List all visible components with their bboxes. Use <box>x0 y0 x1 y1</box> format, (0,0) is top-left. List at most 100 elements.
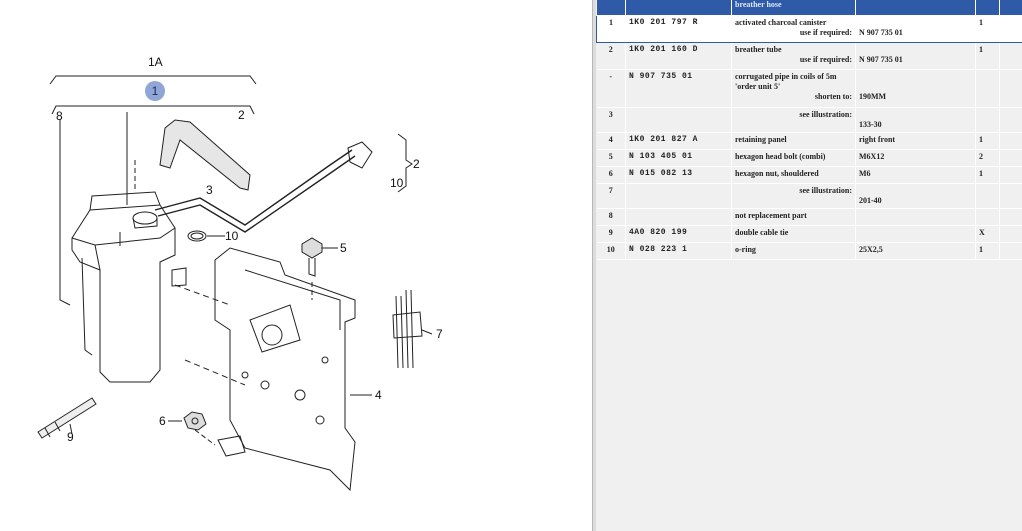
cell-extra <box>999 183 1022 209</box>
cell-part-number: N 907 735 01 <box>625 69 732 108</box>
remark-label: see illustration: <box>799 110 852 119</box>
cell-remark: 201-40 <box>855 183 976 209</box>
cell-remark: 25X2,5 <box>855 242 976 260</box>
parts-diagram: 1A 1 8 2 3 2 10 10 5 7 4 6 9 <box>37 55 443 492</box>
remark-label: use if required: <box>799 28 852 37</box>
cell-description: retaining panel <box>731 132 856 150</box>
cell-description: double cable tie <box>731 225 856 243</box>
remark-text: 201-40 <box>859 196 882 205</box>
callout-6: 6 <box>159 414 166 428</box>
cell-quantity <box>975 69 1000 108</box>
cell-quantity: 2 <box>975 149 1000 167</box>
cell-position: 5 <box>596 149 626 167</box>
cell-quantity: 1 <box>975 15 1000 43</box>
cell-part-number: 4A0 820 199 <box>625 225 732 243</box>
description-text: retaining panel <box>735 135 787 144</box>
remark-text: M6X12 <box>859 152 885 161</box>
cell-quantity <box>975 183 1000 209</box>
cell-description: corrugated pipe in coils of 5m'order uni… <box>731 69 856 108</box>
cell-part-number <box>625 208 732 226</box>
cell-extra <box>999 69 1022 108</box>
remark-text: 190MM <box>859 92 887 101</box>
callout-1a: 1A <box>148 55 163 69</box>
cell-part-number: N 015 082 13 <box>625 166 732 184</box>
cell-extra <box>999 132 1022 150</box>
cell-extra <box>999 149 1022 167</box>
callout-10-right: 10 <box>390 176 404 190</box>
cell-description: hexagon nut, shouldered <box>731 166 856 184</box>
cell-part-number: N 103 405 01 <box>625 149 732 167</box>
cell-part-number: 1K0 201 797 R <box>625 15 732 43</box>
cell-position: 6 <box>596 166 626 184</box>
remark-text: 25X2,5 <box>859 245 883 254</box>
callout-2-top: 2 <box>238 108 245 122</box>
cell-extra <box>999 166 1022 184</box>
description-text: not replacement part <box>735 211 807 220</box>
cell-position: 4 <box>596 132 626 150</box>
pane-divider[interactable] <box>592 0 596 531</box>
cell-description: hexagon head bolt (combi) <box>731 149 856 167</box>
callout-3: 3 <box>206 183 213 197</box>
table-row[interactable]: 8 not replacement part <box>596 208 1022 226</box>
cell-quantity <box>975 208 1000 226</box>
cell-quantity <box>975 107 1000 133</box>
header-fragment: breather hose <box>731 0 856 16</box>
diagram-drawing <box>37 75 433 492</box>
remark-label: use if required: <box>799 55 852 64</box>
cell-position: 3 <box>596 107 626 133</box>
remark-text: N 907 735 01 <box>859 55 903 64</box>
remark-text: M6 <box>859 169 871 178</box>
cell-extra <box>999 242 1022 260</box>
description-text: hexagon head bolt (combi) <box>735 152 826 161</box>
description-text-2: 'order unit 5' <box>735 82 781 91</box>
cell-part-number: 1K0 201 160 D <box>625 42 732 70</box>
callout-10: 10 <box>225 229 239 243</box>
description-text: hexagon nut, shouldered <box>735 169 819 178</box>
callout-8: 8 <box>56 109 63 123</box>
callout-7: 7 <box>436 327 443 341</box>
callout-4: 4 <box>375 388 382 402</box>
callout-1-badge[interactable]: 1 <box>145 81 165 101</box>
remark-text: N 907 735 01 <box>859 28 903 37</box>
cell-extra <box>999 225 1022 243</box>
callout-2-right: 2 <box>413 157 420 171</box>
description-text: activated charcoal canister <box>735 18 827 27</box>
description-text: corrugated pipe in coils of 5m <box>735 72 837 81</box>
table-header-row: breather hose <box>596 0 1022 16</box>
cell-remark <box>855 208 976 226</box>
cell-remark: M6 <box>855 166 976 184</box>
cell-description: o-ring <box>731 242 856 260</box>
cell-extra <box>999 15 1022 43</box>
cell-position: 2 <box>596 42 626 70</box>
cell-part-number: 1K0 201 827 A <box>625 132 732 150</box>
cell-extra <box>999 107 1022 133</box>
remark-label: shorten to: <box>814 92 852 101</box>
cell-description: not replacement part <box>731 208 856 226</box>
cell-position: 8 <box>596 208 626 226</box>
cell-position: - <box>596 69 626 108</box>
cell-remark: M6X12 <box>855 149 976 167</box>
cell-remark: 190MM <box>855 69 976 108</box>
cell-description: see illustration: <box>731 107 856 133</box>
description-text: o-ring <box>735 245 756 254</box>
cell-position: 1 <box>596 15 626 43</box>
cell-position: 7 <box>596 183 626 209</box>
callout-5: 5 <box>340 241 347 255</box>
cell-remark: N 907 735 01 <box>855 42 976 70</box>
cell-position: 10 <box>596 242 626 260</box>
cell-remark <box>855 225 976 243</box>
